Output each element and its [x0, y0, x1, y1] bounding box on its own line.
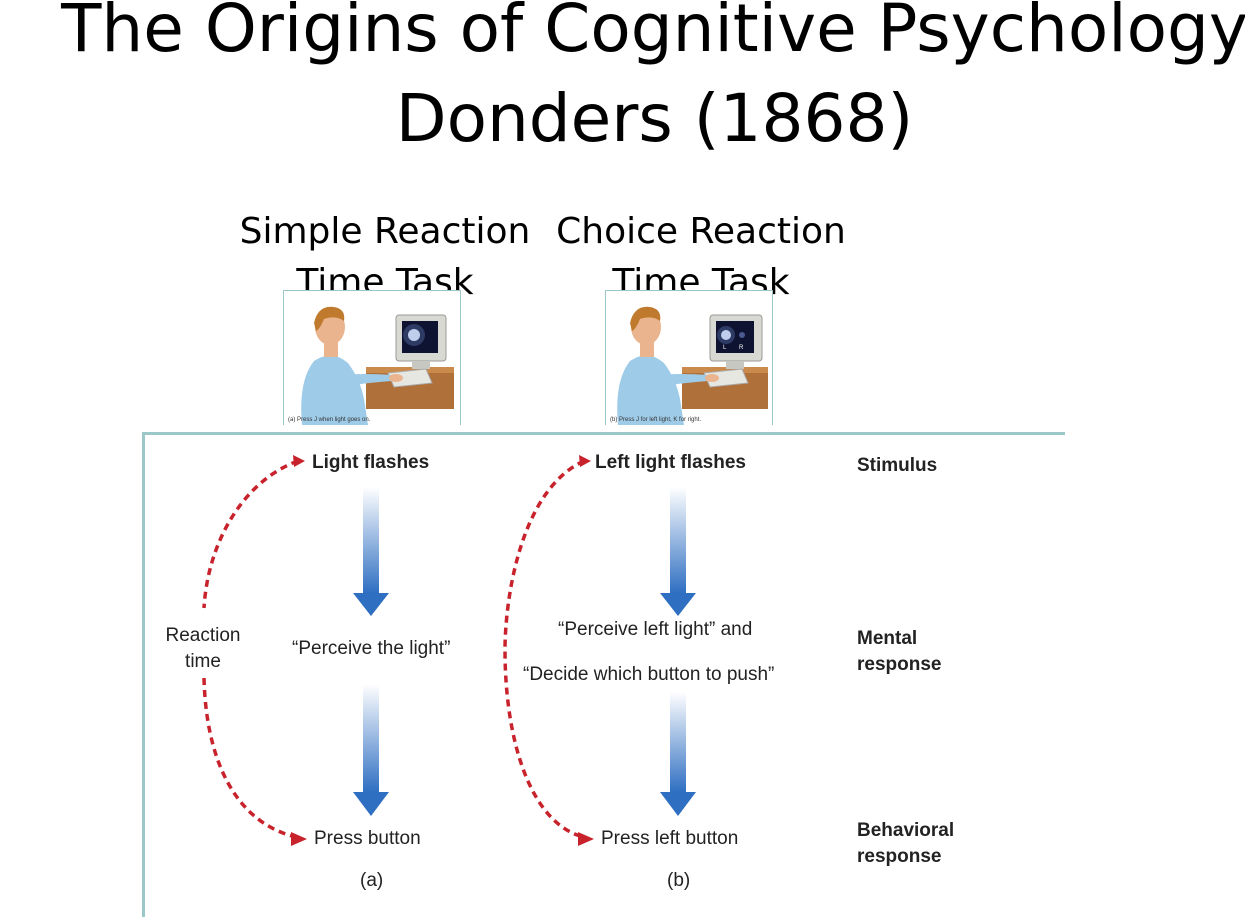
- reaction-time-line-2: time: [185, 651, 221, 672]
- arrow-down-icon: [353, 684, 389, 816]
- person-at-computer-illustration: L R (b) Press J for left light, K for ri…: [610, 306, 768, 425]
- reaction-time-diagram-frame: [142, 432, 1065, 917]
- svg-text:R: R: [739, 345, 744, 351]
- reaction-time-label: Reaction time: [160, 623, 246, 675]
- row-label-mental-line-2: response: [857, 654, 942, 675]
- row-label-behavioral-response: Behavioral response: [857, 818, 954, 870]
- reaction-time-dashed-arrow: [202, 455, 307, 846]
- choice-heading-line-1: Choice Reaction: [556, 211, 846, 252]
- arrow-down-icon: [660, 487, 696, 616]
- row-label-mental-line-1: Mental: [857, 628, 918, 649]
- title-line-2: Donders (1868): [395, 80, 914, 157]
- svg-text:L: L: [723, 345, 727, 351]
- arrow-down-icon: [353, 487, 389, 616]
- reaction-time-dashed-arrow: [503, 455, 594, 846]
- row-label-behavioral-line-1: Behavioral: [857, 820, 955, 841]
- simple-behavior-label: Press button: [314, 828, 421, 849]
- choice-mental-response-line-2: “Decide which button to push”: [523, 664, 775, 685]
- row-label-mental-response: Mental response: [857, 626, 941, 678]
- simple-heading-line-1: Simple Reaction: [239, 211, 531, 252]
- row-label-behavioral-line-2: response: [857, 846, 942, 867]
- choice-stimulus-label: Left light flashes: [595, 452, 746, 473]
- simple-mental-response-label: “Perceive the light”: [292, 638, 451, 659]
- choice-task-heading: Choice Reaction Time Task: [546, 206, 856, 308]
- title-line-1: The Origins of Cognitive Psychology: [61, 0, 1245, 67]
- choice-behavior-label: Press left button: [601, 828, 739, 849]
- reaction-time-line-1: Reaction: [165, 625, 241, 646]
- row-label-stimulus: Stimulus: [857, 455, 938, 476]
- choice-task-photo: L R (b) Press J for left light, K for ri…: [605, 290, 773, 425]
- panel-a-label: (a): [360, 870, 384, 891]
- photo-a-caption: (a) Press J when light goes on.: [288, 417, 371, 423]
- person-at-computer-illustration: (a) Press J when light goes on.: [288, 306, 454, 425]
- simple-task-photo: (a) Press J when light goes on.: [283, 290, 461, 425]
- panel-b-label: (b): [667, 870, 691, 891]
- arrow-down-icon: [660, 692, 696, 816]
- choice-mental-response-line-1: “Perceive left light” and: [558, 619, 753, 640]
- simple-stimulus-label: Light flashes: [312, 452, 430, 473]
- photo-b-caption: (b) Press J for left light, K for right.: [610, 417, 701, 423]
